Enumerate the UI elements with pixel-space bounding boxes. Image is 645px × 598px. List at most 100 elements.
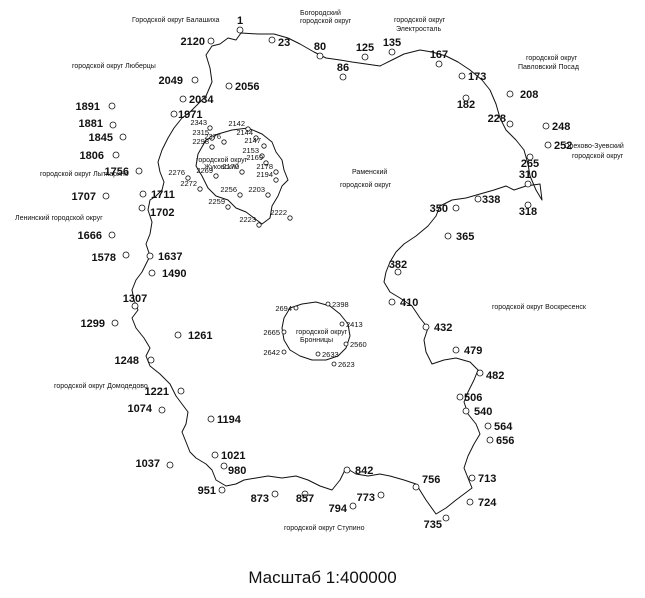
boundary-point-label: 338 xyxy=(482,194,500,206)
boundary-point-label: 228 xyxy=(488,113,506,125)
bronnitsy-point-label: 2398 xyxy=(332,300,349,309)
district-label: городской округ xyxy=(572,152,624,160)
zhukovsky-point-marker xyxy=(261,143,267,149)
boundary-point-label: 1711 xyxy=(151,189,175,201)
boundary-point-marker xyxy=(225,82,233,90)
boundary-point-label: 125 xyxy=(356,42,374,54)
boundary-point-label: 252 xyxy=(554,140,572,152)
zhukovsky-point-label: 2256 xyxy=(220,185,237,194)
boundary-point-marker xyxy=(458,72,466,80)
boundary-point-label: 1578 xyxy=(92,252,116,264)
boundary-point-label: 1756 xyxy=(105,166,129,178)
zhukovsky-point-marker xyxy=(225,204,231,210)
boundary-point-marker xyxy=(486,436,494,444)
zhukovsky-point-label: 2142 xyxy=(228,119,245,128)
zhukovsky-point-label: 2376 xyxy=(204,132,221,141)
bronnitsy-point-marker xyxy=(339,321,345,327)
bronnitsy-point-marker xyxy=(315,351,321,357)
district-label: городской округ xyxy=(296,328,348,336)
boundary-point-markers xyxy=(102,26,552,522)
boundary-point-label: 540 xyxy=(474,406,492,418)
boundary-point-label: 86 xyxy=(337,62,349,74)
boundary-point-label: 980 xyxy=(228,465,246,477)
boundary-point-label: 135 xyxy=(383,37,401,49)
boundary-point-marker xyxy=(524,201,532,209)
boundary-point-marker xyxy=(524,180,532,188)
zhukovsky-point-label: 2194 xyxy=(256,170,273,179)
boundary-point-marker xyxy=(207,37,215,45)
boundary-point-label: 265 xyxy=(521,158,539,170)
zhukovsky-point-label: 2315 xyxy=(192,128,209,137)
boundary-point-marker xyxy=(506,90,514,98)
zhukovsky-point-label: 2223 xyxy=(239,215,256,224)
zhukovsky-point-marker xyxy=(197,186,203,192)
boundary-point-marker xyxy=(148,269,156,277)
boundary-point-label: 1194 xyxy=(217,414,242,426)
zhukovsky-point-label: 2170 xyxy=(222,162,239,171)
boundary-point-label: 310 xyxy=(519,169,537,181)
boundary-point-marker xyxy=(112,151,120,159)
bronnitsy-point-marker xyxy=(281,349,287,355)
boundary-point-label: 724 xyxy=(478,497,497,509)
boundary-point-label: 735 xyxy=(424,519,442,531)
zhukovsky-point-marker xyxy=(213,173,219,179)
boundary-point-label: 951 xyxy=(198,485,216,497)
district-label: городской округ Люберцы xyxy=(72,62,156,70)
bronnitsy-point-label: 2413 xyxy=(346,320,363,329)
boundary-point-label: 1845 xyxy=(89,132,113,144)
district-label: Жуковский xyxy=(204,163,239,171)
boundary-point-marker xyxy=(131,302,139,310)
boundary-point-label: 23 xyxy=(278,37,290,49)
zhukovsky-point-label: 2272 xyxy=(180,179,197,188)
boundary-point-label: 2056 xyxy=(235,81,259,93)
zhukovsky-point-marker xyxy=(265,192,271,198)
boundary-point-marker xyxy=(207,415,215,423)
boundary-point-marker xyxy=(271,490,279,498)
zhukovsky-point-marker xyxy=(221,139,227,145)
outer-boundary-line xyxy=(131,32,543,515)
boundary-point-label: 1221 xyxy=(145,386,169,398)
boundary-point-marker xyxy=(174,331,182,339)
boundary-point-marker xyxy=(452,204,460,212)
zhukovsky-point-marker xyxy=(239,169,245,175)
boundary-point-marker xyxy=(412,483,420,491)
zhukovsky-point-label: 2222 xyxy=(270,208,287,217)
boundary-point-label: 350 xyxy=(430,203,448,215)
district-label: Бронницы xyxy=(300,337,333,344)
boundary-point-label: 167 xyxy=(430,49,448,61)
zhukovsky-point-label: 2269 xyxy=(196,166,213,175)
boundary-point-marker xyxy=(122,251,130,259)
boundary-point-label: 1666 xyxy=(78,230,102,242)
boundary-point-label: 1806 xyxy=(80,150,104,162)
boundary-point-marker xyxy=(135,167,143,175)
boundary-point-label: 1 xyxy=(237,15,243,27)
boundary-point-label: 773 xyxy=(357,492,375,504)
boundary-point-marker xyxy=(442,514,450,522)
boundary-point-label: 182 xyxy=(457,99,475,111)
bronnitsy-point-marker xyxy=(325,301,331,307)
boundary-point-label: 482 xyxy=(486,370,504,382)
boundary-point-marker xyxy=(179,95,187,103)
boundary-point-label: 208 xyxy=(520,89,538,101)
boundary-point-marker xyxy=(462,94,470,102)
zhukovsky-point-marker xyxy=(287,215,293,221)
boundary-point-marker xyxy=(138,204,146,212)
district-label: Богородский xyxy=(300,9,341,17)
boundary-point-marker xyxy=(108,102,116,110)
zhukovsky-point-marker xyxy=(237,192,243,198)
boundary-point-marker xyxy=(177,387,185,395)
boundary-point-marker xyxy=(506,120,514,128)
boundary-point-marker xyxy=(268,36,276,44)
boundary-point-label: 1891 xyxy=(76,101,100,113)
district-label: Ленинский городской округ xyxy=(15,214,103,222)
district-label: городской округ xyxy=(196,156,248,164)
district-label: Городской округ Балашиха xyxy=(132,16,220,24)
district-labels: Городской округ Балашиха Богородский город… xyxy=(15,9,624,532)
boundary-point-marker xyxy=(526,153,534,161)
boundary-point-label: 506 xyxy=(464,392,482,404)
zhukovsky-point-marker xyxy=(273,169,279,175)
zhukovsky-point-label: 2144 xyxy=(236,128,253,137)
boundary-point-marker xyxy=(484,422,492,430)
boundary-point-marker xyxy=(474,195,482,203)
